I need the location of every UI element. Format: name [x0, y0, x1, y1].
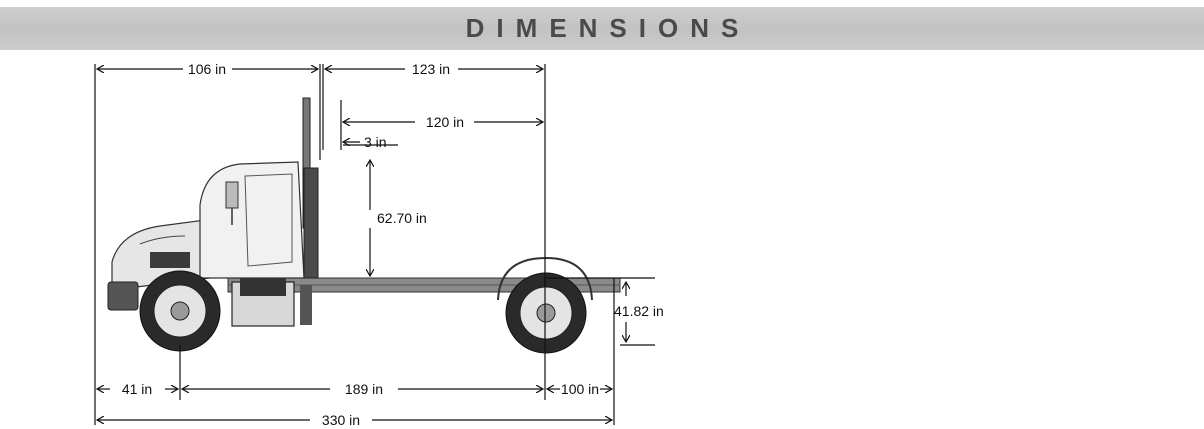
mud-flap: [300, 285, 312, 325]
label-cab-to-axle: 120 in: [426, 114, 464, 130]
cab-door: [244, 173, 293, 267]
label-bumper-to-back-of-cab: 106 in: [188, 61, 226, 77]
section-title: DIMENSIONS: [465, 13, 751, 43]
front-bumper: [107, 281, 139, 311]
label-cab-clearance: 3 in: [364, 134, 387, 150]
rear-fender: [497, 256, 593, 301]
label-bumper-to-front-axle: 41 in: [122, 381, 152, 397]
header-bar: DIMENSIONS: [0, 7, 1204, 50]
mirror: [225, 181, 239, 209]
label-rear-overhang: 100 in: [561, 381, 599, 397]
dimension-arrows: [97, 69, 626, 420]
truck-illustration: [107, 97, 621, 354]
label-wheelbase: 189 in: [345, 381, 383, 397]
label-frame-to-cab-top: 62.70 in: [377, 210, 427, 226]
label-overall-length: 330 in: [322, 412, 360, 428]
extension-lines: [94, 64, 655, 425]
exhaust-heat-shield: [303, 167, 319, 279]
dimension-labels: 106 in 123 in 120 in 3 in 62.70 in 41.82…: [122, 61, 664, 428]
cab: [199, 161, 305, 279]
battery-box: [240, 278, 286, 296]
label-frame-height: 41.82 in: [614, 303, 664, 319]
label-back-of-cab-to-end: 123 in: [412, 61, 450, 77]
grille-vents: [150, 252, 190, 268]
